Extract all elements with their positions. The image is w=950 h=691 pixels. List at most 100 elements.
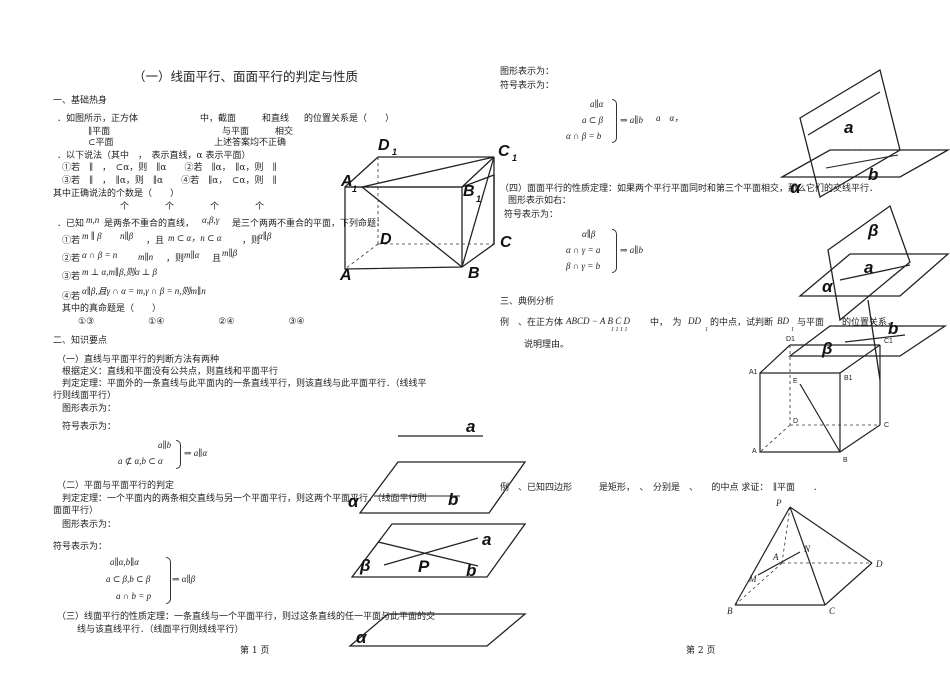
q1-option: ⊂平面 xyxy=(88,138,114,148)
formula-2: a∥α,b∥α xyxy=(110,557,140,567)
formula-4-result: ⇒ a∥b xyxy=(620,245,643,255)
example-1: 说明理由。 xyxy=(524,340,570,350)
fig-label-b: b xyxy=(888,319,898,338)
prop-2-math: m∥n xyxy=(138,252,154,262)
example-2: 例 、已知四边形 是矩形， 、 分别是 、 的中点 求证： ∥平面 ． xyxy=(500,483,823,493)
fig-label-p: P xyxy=(418,557,430,576)
prop-1-math: m ∥ β xyxy=(82,231,102,241)
cube-label-b1: B xyxy=(463,183,475,200)
cube2-label-b1: B1 xyxy=(844,375,853,382)
page-number: 第 2 页 xyxy=(686,646,716,656)
cube-label-d: D xyxy=(380,231,392,248)
prop-2-math: α ∩ β = n xyxy=(82,250,118,260)
q1-text: 的位置关系是（ ） xyxy=(304,114,395,124)
cube2-label-c1: C1 xyxy=(884,338,893,345)
prop-2: 且 xyxy=(212,254,222,264)
q3-text: ．已知 xyxy=(57,219,85,229)
prop-2: ②若 xyxy=(62,254,81,264)
cube-label-c: C xyxy=(500,234,512,251)
knowledge-2-a: 判定定理：一个平面内的两条相交直线与另一个平面平行，则这两个平面平行．（线面平行… xyxy=(62,494,427,504)
q3-text: 是两条不重合的直线， xyxy=(104,219,195,229)
q1-option: 相交 xyxy=(275,127,294,137)
formula-2-result: ⇒ α∥β xyxy=(172,574,196,584)
fig-label-beta: β xyxy=(359,556,371,575)
q3-math: α,β,γ xyxy=(202,215,220,225)
knowledge-1-a: 根据定义：直线和平面没有公共点，则直线和平面平行 xyxy=(62,367,279,377)
fig-label-a: a xyxy=(844,118,853,137)
formula-3-tail: a α， xyxy=(656,113,684,123)
fig-label-gamma: β xyxy=(867,221,879,240)
right-text: 图形表示为： xyxy=(500,67,555,77)
cube-label-sub: 1 xyxy=(352,184,357,194)
formula-3: α ∩ β = b xyxy=(566,131,602,141)
q3-options: ①③ ①④ ②④ ③④ xyxy=(78,317,305,327)
pyr-label-n: N xyxy=(803,544,811,554)
fig-label-a: a xyxy=(482,530,491,549)
example-1: 例 、在正方体 xyxy=(500,318,564,328)
q1-text: 和直线 xyxy=(262,114,290,124)
q2-line: ①若 ∥ ， ⊂α，则 ∥α ②若 ∥α， ∥α，则 ∥ xyxy=(62,163,277,173)
cube-label-sub: 1 xyxy=(476,194,481,204)
formula-1: a∥b xyxy=(158,440,172,450)
fig-label-a: a xyxy=(864,258,873,277)
page-number: 第 1 页 xyxy=(240,646,270,656)
prop-1-math: m ⊂ α，n ⊂ α xyxy=(168,233,222,243)
cube-label-a1: A xyxy=(340,173,353,190)
cube2-label-b: B xyxy=(843,457,848,464)
page-title: （一）线面平行、面面平行的判定与性质 xyxy=(133,69,359,84)
fig-label-a: a xyxy=(466,417,475,436)
knowledge-1-e: 符号表示为： xyxy=(62,422,117,432)
fig-label-alpha: α xyxy=(348,492,360,511)
cube2-label-e: E xyxy=(793,378,798,385)
q1-option: ∥平面 xyxy=(88,127,111,137)
pyr-label-c: C xyxy=(829,606,836,616)
right-text: 符号表示为： xyxy=(500,81,555,91)
example-1-math: BD xyxy=(777,316,789,326)
knowledge-2: （二）平面与平面平行的判定 xyxy=(57,481,175,491)
knowledge-4-b: 符号表示为： xyxy=(504,210,559,220)
q2-line: 其中正确说法的个数是（ ） xyxy=(53,189,180,199)
prop-2-math: m∥β xyxy=(222,248,238,258)
pyr-label-d: D xyxy=(875,559,883,569)
pyr-label-b: B xyxy=(727,606,733,616)
cube-label-c1: C xyxy=(498,143,510,160)
pyr-label-a: A xyxy=(772,552,779,562)
cube2-label-c: C xyxy=(884,422,889,429)
cube-label-sub: 1 xyxy=(512,153,517,163)
cube2-label-a: A xyxy=(752,448,757,455)
example-1: 中， 为 xyxy=(650,318,682,328)
q2-text: ．以下说法（其中 ， 表示直线，α 表示平面） xyxy=(57,151,251,161)
knowledge-1-d: 图形表示为： xyxy=(62,404,117,414)
formula-2: a ⊂ β,b ⊂ β xyxy=(106,574,151,584)
knowledge-3-b: 线与该直线平行．（线面平行则线线平行） xyxy=(77,625,244,635)
fig-label-b: b xyxy=(868,165,878,184)
q1-option: 上述答案均不正确 xyxy=(214,138,287,148)
knowledge-2-b: 面面平行） xyxy=(53,506,99,516)
q1-option: 与平面 xyxy=(222,127,250,137)
knowledge-1-b: 判定定理：平面外的一条直线与此平面内的一条直线平行，则该直线与此平面平行．（线线… xyxy=(62,379,427,389)
prop-4-math: α∥β,且γ ∩ α = m,γ ∩ β = n,则m∥n xyxy=(82,286,206,296)
fig-label-alpha: α xyxy=(822,277,834,296)
example-1-sub: 1 xyxy=(791,327,794,333)
knowledge-4: （四）面面平行的性质定理：如果两个平行平面同时和第三个平面相交，那么它们的交线平… xyxy=(500,184,879,194)
knowledge-2-c: 图形表示为： xyxy=(62,520,117,530)
knowledge-2-d: 符号表示为： xyxy=(53,542,108,552)
formula-4: α∥β xyxy=(582,229,596,239)
example-1-sub: 1 xyxy=(705,327,708,333)
fig-label-alpha: α xyxy=(790,178,802,197)
formula-1: a ⊄ α,b ⊂ α xyxy=(118,456,163,466)
formula-4: β ∩ γ = b xyxy=(566,261,601,271)
prop-1-math: α∥β xyxy=(258,231,272,241)
formula-3: a ⊂ β xyxy=(582,115,604,125)
example-1: 与平面 的位置关系， xyxy=(797,318,897,328)
prop-1: ①若 xyxy=(62,236,81,246)
pyr-label-m: M xyxy=(748,574,757,584)
cube-label-sub: 1 xyxy=(392,147,397,157)
cube-label-b: B xyxy=(468,265,480,282)
formula-1-result: ⇒ a∥α xyxy=(184,448,208,458)
formula-2: a ∩ b = p xyxy=(116,591,152,601)
q3-text: 是三个两两不重合的平面，下列命题： xyxy=(232,219,386,229)
prop-2-math: m∥α xyxy=(184,250,200,260)
prop-3: ③若 xyxy=(62,272,81,282)
prop-1: ，则 xyxy=(242,236,261,246)
